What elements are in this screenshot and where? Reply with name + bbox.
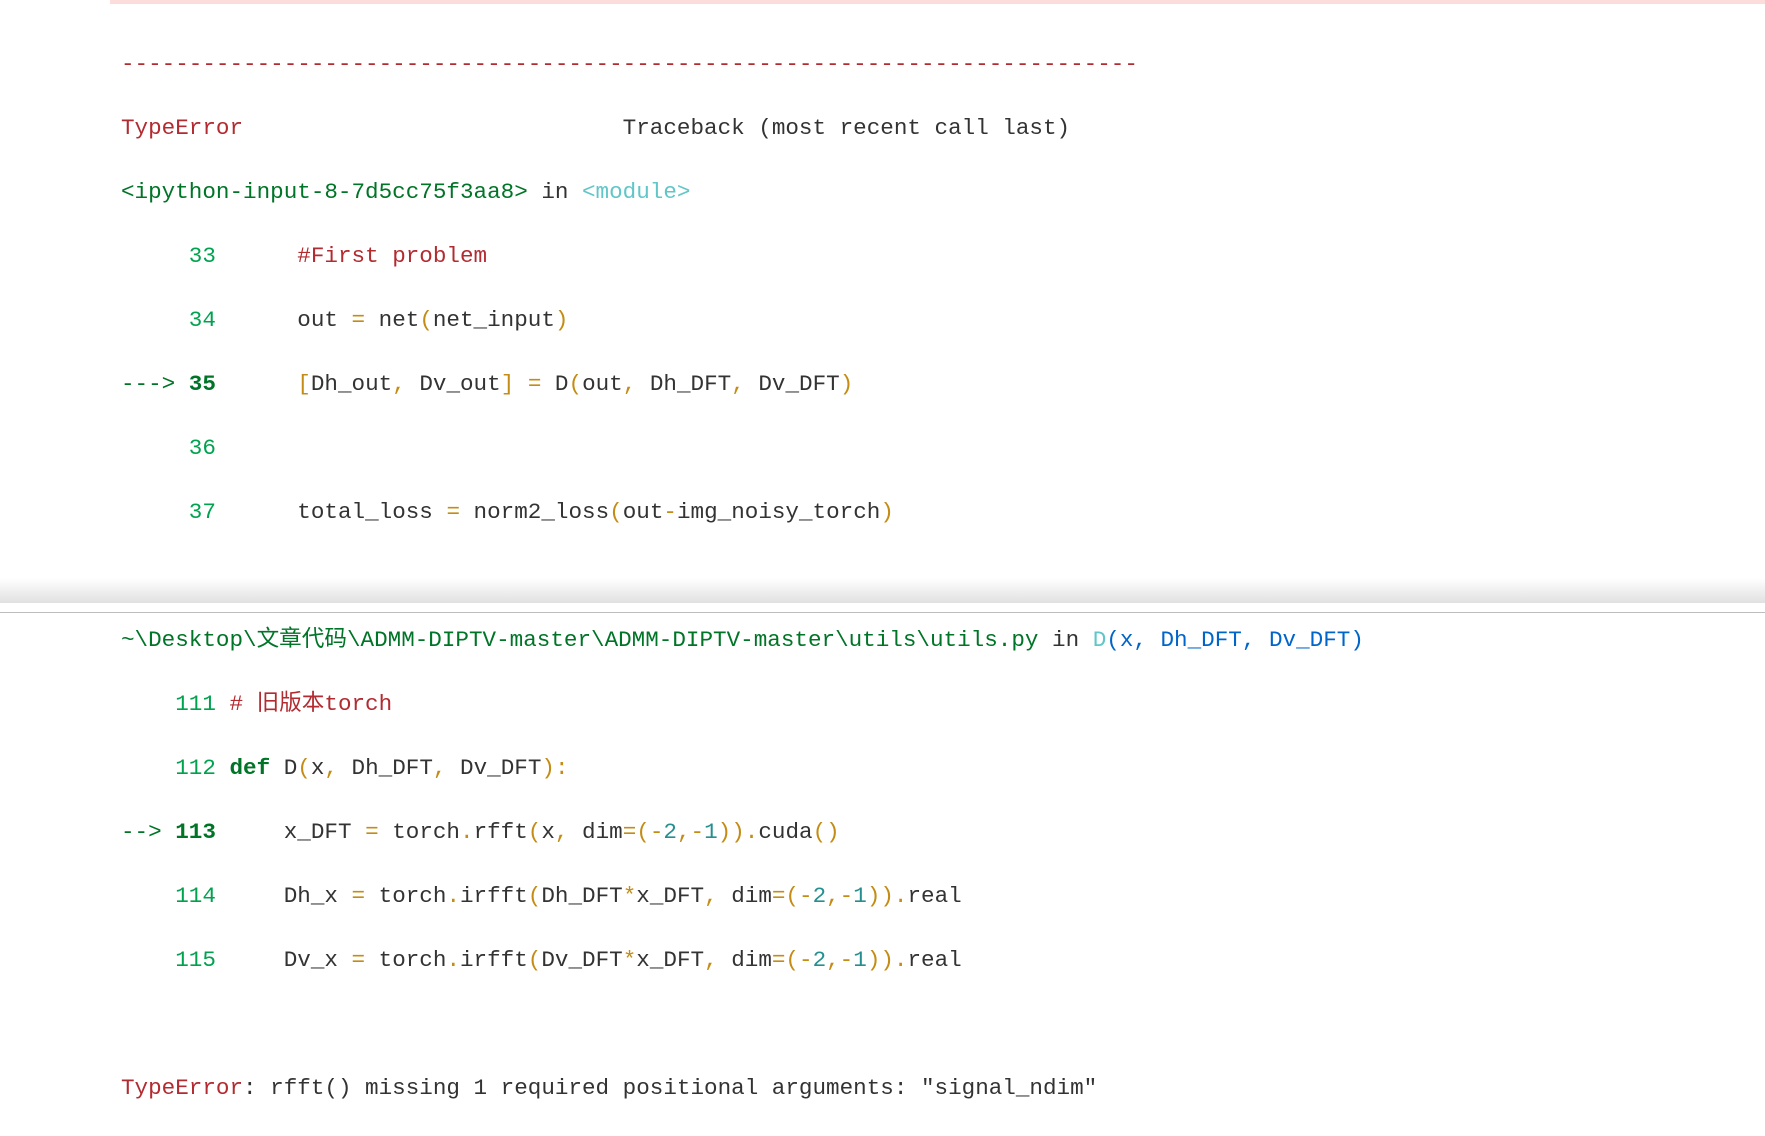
final-error-line: TypeError: rfft() missing 1 required pos…	[121, 1072, 1364, 1104]
frame2-header: ~\Desktop\文章代码\ADMM-DIPTV-master\ADMM-DI…	[121, 627, 1364, 653]
lineno: 35	[188, 371, 216, 397]
frame1-location: <ipython-input-8-7d5cc75f3aa8>	[121, 179, 528, 205]
cell-bottom-shadow	[0, 578, 1765, 603]
code-line-114: 114 Dh_x = torch.irfft(Dh_DFT*x_DFT, dim…	[121, 880, 1364, 912]
code-text: total_loss = norm2_loss(out-img_noisy_to…	[297, 499, 894, 525]
lineno: 114	[175, 883, 216, 909]
frame1-header: <ipython-input-8-7d5cc75f3aa8> in <modul…	[121, 179, 691, 205]
frame2-func: D	[1092, 627, 1107, 653]
keyword-def: def	[229, 755, 271, 781]
final-error-message: : rfft() missing 1 required positional a…	[243, 1075, 1098, 1101]
lineno: 112	[175, 755, 216, 781]
code-comment: # 旧版本torch	[229, 691, 393, 717]
code-line-33: 33 #First problem	[121, 240, 1364, 272]
code-line-113-current: --> 113 x_DFT = torch.rfft(x, dim=(-2,-1…	[121, 816, 1364, 848]
current-line-arrow: -->	[121, 819, 176, 845]
code-text: x_DFT = torch.rfft(x, dim=(-2,-1)).cuda(…	[283, 819, 840, 845]
error-type: TypeError	[121, 115, 244, 141]
traceback-separator: ----------------------------------------…	[121, 51, 1138, 77]
final-error-type: TypeError	[121, 1075, 244, 1101]
code-text: [Dh_out, Dv_out] = D(out, Dh_DFT, Dv_DFT…	[297, 371, 854, 397]
lineno: 113	[175, 819, 216, 845]
code-line-112: 112 def D(x, Dh_DFT, Dv_DFT):	[175, 755, 569, 781]
frame2-args: x, Dh_DFT, Dv_DFT	[1119, 627, 1351, 653]
code-line-34: 34 out = net(net_input)	[121, 304, 1364, 336]
code-line-36: 36	[121, 432, 1364, 464]
code-text: Dv_x = torch.irfft(Dv_DFT*x_DFT, dim=(-2…	[283, 947, 962, 973]
lineno: 115	[175, 947, 216, 973]
current-line-arrow: --->	[121, 371, 189, 397]
lineno: 34	[188, 307, 216, 333]
code-line-115: 115 Dv_x = torch.irfft(Dv_DFT*x_DFT, dim…	[121, 944, 1364, 976]
code-text: Dh_x = torch.irfft(Dh_DFT*x_DFT, dim=(-2…	[283, 883, 962, 909]
lineno: 111	[175, 691, 216, 717]
code-line-37: 37 total_loss = norm2_loss(out-img_noisy…	[121, 496, 1364, 528]
frame1-func: <module>	[582, 179, 691, 205]
code-line-111: 111 # 旧版本torch	[121, 688, 1364, 720]
cell-separator	[0, 612, 1765, 613]
traceback-output: ----------------------------------------…	[121, 16, 1364, 1136]
code-line-35-current: ---> 35 [Dh_out, Dv_out] = D(out, Dh_DFT…	[121, 368, 1364, 400]
lineno: 36	[188, 435, 216, 461]
code-comment: #First problem	[297, 243, 488, 269]
code-text: out = net(net_input)	[297, 307, 569, 333]
lineno: 33	[188, 243, 216, 269]
lineno: 37	[188, 499, 216, 525]
traceback-header-text: Traceback (most recent call last)	[622, 115, 1071, 141]
frame2-location: ~\Desktop\文章代码\ADMM-DIPTV-master\ADMM-DI…	[121, 627, 1039, 653]
error-output-top-band	[110, 0, 1765, 4]
traceback-header: TypeError Traceback (most recent call la…	[121, 112, 1364, 144]
